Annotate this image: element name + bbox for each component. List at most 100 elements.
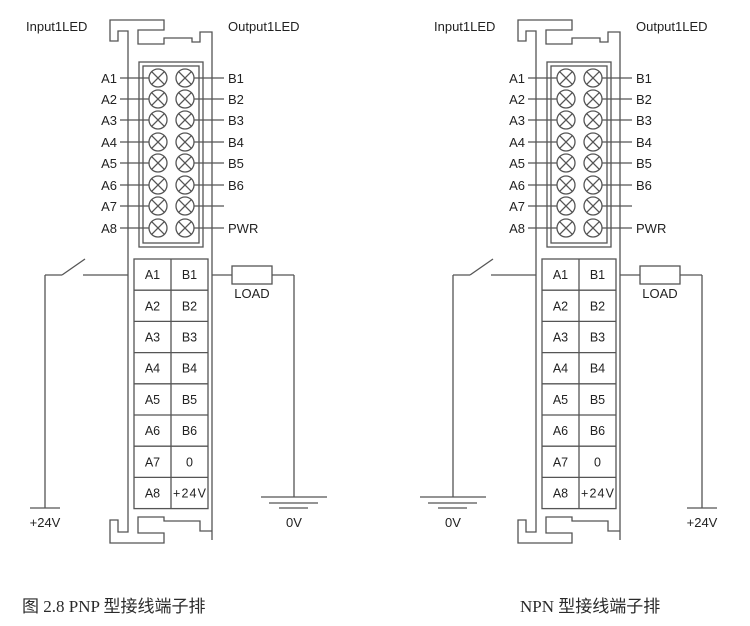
led-label-a: A1 [101,71,117,86]
lamp-circle [148,132,168,152]
terminal-cell-b: +24V [173,487,207,501]
lamp-circle [556,89,576,109]
input-led-label: Input1LED [26,19,87,34]
led-row: A7 [509,196,632,216]
caption-npn: NPN 型接线端子排 [520,597,661,616]
input-led-lamp-icon [556,175,576,195]
input-led-lamp-icon [148,68,168,88]
led-label-b: PWR [636,221,666,236]
lamp-circle [556,218,576,238]
led-row: A5 B5 [509,153,652,173]
led-label-a: A6 [509,178,525,193]
terminal-cell-b: B6 [182,424,197,438]
lamp-cross-2 [151,221,165,235]
led-label-a: A1 [509,71,525,86]
module-housing [517,19,621,544]
lamp-cross-2 [559,113,573,127]
switch-supply-label: +24V [30,515,61,530]
lamp-circle [148,196,168,216]
housing-bottom-clip [109,275,212,544]
lamp-cross-2 [151,92,165,106]
lamp-circle [148,110,168,130]
terminal-cell-a: A2 [553,299,568,313]
output-led-lamp-icon [175,218,195,238]
led-label-b: B6 [228,178,244,193]
input-led-lamp-icon [148,196,168,216]
terminal-cell-a: A6 [553,424,568,438]
led-label-a: A2 [101,92,117,107]
terminal-cell-a: A1 [145,268,160,282]
led-label-a: A5 [509,156,525,171]
terminal-cell-a: A3 [553,331,568,345]
led-label-b: B2 [636,92,652,107]
led-label-a: A8 [509,221,525,236]
lamp-cross-2 [178,92,192,106]
lamp-circle [583,68,603,88]
terminal-cell-a: A7 [553,455,568,469]
lamp-circle [583,218,603,238]
input-led-lamp-icon [148,89,168,109]
led-label-b: B6 [636,178,652,193]
lamp-cross-2 [178,199,192,213]
output-led-lamp-icon [583,132,603,152]
ground-icon [261,496,327,509]
ground-icon [420,496,486,509]
lamp-circle [175,196,195,216]
terminal-cell-a: A7 [145,455,160,469]
load-label: LOAD [234,286,269,301]
led-window-outer [138,61,204,248]
output-led-lamp-icon [175,110,195,130]
lamp-cross-2 [151,113,165,127]
output-led-lamp-icon [583,196,603,216]
lamp-cross-2 [178,178,192,192]
lamp-cross-2 [586,178,600,192]
switch-blade-icon [469,258,494,276]
input-led-lamp-icon [556,218,576,238]
lamp-circle [556,196,576,216]
input-led-lamp-icon [148,175,168,195]
led-label-b: B4 [636,135,652,150]
led-window-inner [142,65,200,244]
output-led-lamp-icon [583,218,603,238]
input-led-lamp-icon [148,153,168,173]
led-label-b: B1 [228,71,244,86]
led-row: A6 B6 [509,175,652,195]
lamp-cross-2 [178,156,192,170]
output-led-lamp-icon [175,132,195,152]
lamp-circle [175,132,195,152]
lamp-cross-2 [559,92,573,106]
input-led-lamp-icon [556,196,576,216]
lamp-circle [583,175,603,195]
led-label-b: B5 [636,156,652,171]
terminal-cell-a: A5 [553,393,568,407]
output-led-lamp-icon [583,175,603,195]
output-led-lamp-icon [175,68,195,88]
led-label-a: A7 [101,199,117,214]
output-led-label: Output1LED [636,19,708,34]
terminal-cell-b: B5 [182,393,197,407]
lamp-cross-2 [586,156,600,170]
terminal-cell-b: 0 [186,455,193,469]
led-label-b: B3 [228,113,244,128]
terminal-cell-b: B1 [182,268,197,282]
output-led-lamp-icon [583,68,603,88]
lamp-circle [148,175,168,195]
terminal-cell-b: B4 [182,362,197,376]
lamp-circle [175,218,195,238]
terminal-cell-b: B3 [590,331,605,345]
led-row: A8 PWR [509,218,666,238]
lamp-circle [175,89,195,109]
lamp-circle [556,68,576,88]
led-label-a: A5 [101,156,117,171]
lamp-cross-2 [586,71,600,85]
led-window-inner [550,65,608,244]
led-label-a: A4 [101,135,117,150]
input-led-lamp-icon [148,218,168,238]
